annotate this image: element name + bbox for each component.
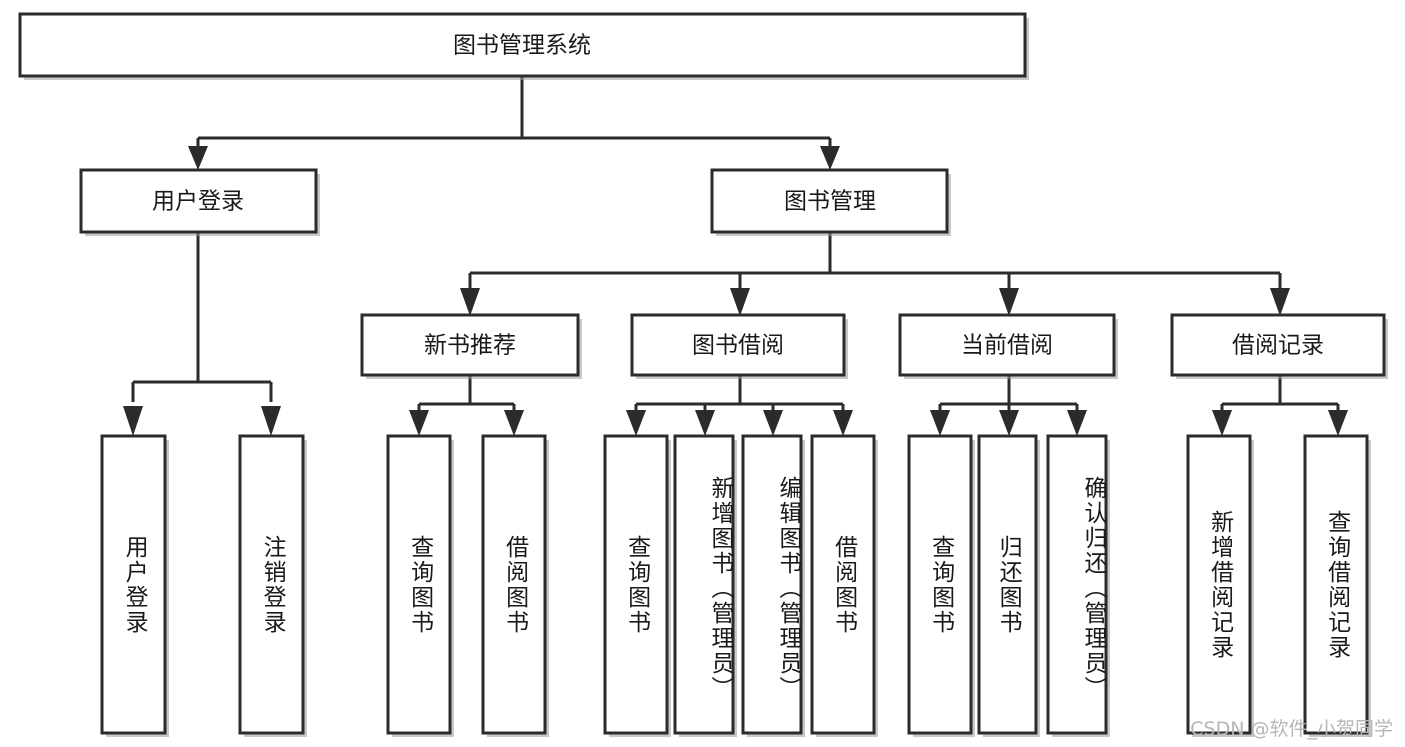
arrow-to-newbook <box>460 288 480 316</box>
node-book-borrow[interactable]: 图书借阅 <box>630 313 846 377</box>
arrow-to-leaf-query-book-3 <box>930 410 950 436</box>
leaf-box-query-book-1 <box>386 434 452 735</box>
leaf-box-user-login <box>100 434 167 735</box>
leaf-box-return-book <box>977 434 1038 735</box>
leaf-box-add-record <box>1186 434 1252 735</box>
node-root[interactable]: 图书管理系统 <box>18 12 1027 78</box>
arrow-to-leaf-borrow-book-1 <box>504 410 524 436</box>
node-borrow-record[interactable]: 借阅记录 <box>1170 313 1386 377</box>
leaf-box-add-book <box>673 434 735 735</box>
leaf-box-confirm-return <box>1046 434 1108 735</box>
leaf-box-borrow-book-2 <box>810 434 876 735</box>
arrow-to-leaf-add-book <box>695 410 715 436</box>
arrow-to-leaf-query-book-2 <box>626 410 646 436</box>
node-book-management[interactable]: 图书管理 <box>710 168 949 234</box>
node-new-book-recommend[interactable]: 新书推荐 <box>360 313 580 377</box>
arrow-to-book-mgmt <box>820 146 840 170</box>
leaf-box-borrow-book-1 <box>481 434 547 735</box>
arrow-to-leaf-edit-book <box>763 410 783 436</box>
node-user-login-label: 用户登录 <box>152 189 244 215</box>
leaf-box-query-book-2 <box>603 434 669 735</box>
csdn-watermark: CSDN @软件_小贺同学 <box>1190 718 1393 740</box>
arrow-to-leaf-borrow-book-2 <box>833 410 853 436</box>
arrow-to-leaf-query-book-1 <box>409 410 429 436</box>
node-borrow-record-label: 借阅记录 <box>1232 333 1324 359</box>
node-current-borrow-label: 当前借阅 <box>961 333 1053 359</box>
leaf-box-layer[interactable] <box>100 434 1369 735</box>
node-book-borrow-label: 图书借阅 <box>692 333 784 359</box>
arrow-to-leaf-add-record <box>1212 410 1232 436</box>
arrow-to-record <box>1270 288 1290 316</box>
node-book-management-label: 图书管理 <box>784 189 876 215</box>
arrow-to-current <box>999 288 1019 316</box>
leaf-box-edit-book <box>741 434 803 735</box>
arrow-to-leaf-query-record <box>1328 410 1348 436</box>
node-current-borrow[interactable]: 当前借阅 <box>898 313 1116 377</box>
leaf-box-query-book-3 <box>907 434 973 735</box>
node-root-label: 图书管理系统 <box>453 33 591 59</box>
leaf-box-query-record <box>1303 434 1369 735</box>
arrow-to-user-login <box>188 146 208 170</box>
node-user-login[interactable]: 用户登录 <box>79 168 318 234</box>
arrow-to-leaf-confirm-return <box>1067 410 1087 436</box>
arrow-to-leaf-return-book <box>999 410 1019 436</box>
node-new-book-recommend-label: 新书推荐 <box>424 333 516 359</box>
arrow-to-leaf-user-login <box>123 406 143 436</box>
connector-layer <box>123 77 1348 436</box>
arrow-to-borrow <box>730 288 750 316</box>
leaf-box-logout <box>238 434 305 735</box>
arrow-to-leaf-logout <box>261 406 281 436</box>
